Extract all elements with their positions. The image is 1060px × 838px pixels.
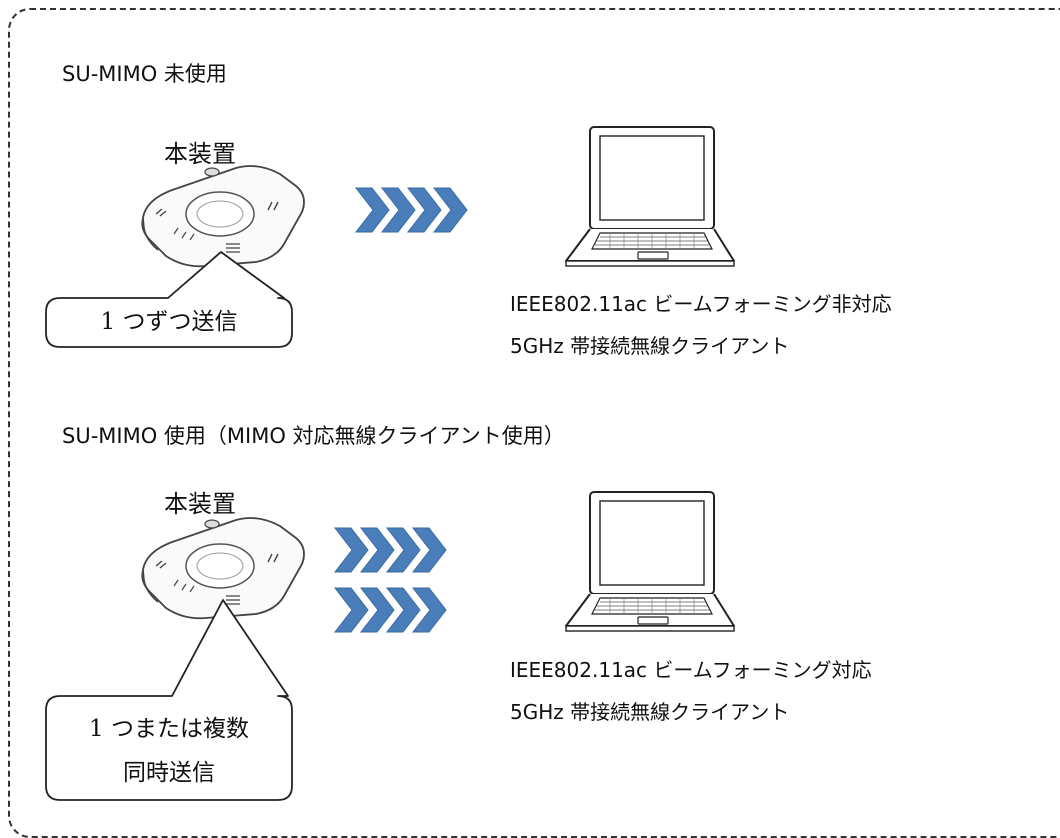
section-2-arrows-row-2	[333, 587, 447, 633]
section-2-graphics	[45, 491, 735, 801]
section-2-device-label: 本装置	[164, 490, 236, 518]
section-1-client-line-1: IEEE802.11ac ビームフォーミング非対応	[510, 292, 892, 316]
section-2-arrows-row-1	[333, 527, 447, 573]
section-2-client-line-1: IEEE802.11ac ビームフォーミング対応	[510, 658, 872, 682]
section-2-callout-bubble	[45, 599, 293, 801]
section-2-client-line-2: 5GHz 帯接続無線クライアント	[510, 700, 790, 724]
chevron-arrow	[411, 527, 447, 573]
access-point-icon	[141, 165, 305, 268]
chevron-arrow	[359, 527, 395, 573]
section-1-client-line-2: 5GHz 帯接続無線クライアント	[510, 334, 790, 358]
section-1-title: SU-MIMO 未使用	[62, 62, 227, 86]
chevron-arrow	[406, 187, 442, 233]
section-1-arrows	[354, 187, 468, 233]
access-point-icon	[141, 517, 305, 620]
chevron-arrow	[432, 187, 468, 233]
laptop-icon	[565, 491, 735, 632]
section-2-callout-line-2: 同時送信	[123, 760, 215, 786]
chevron-arrow	[411, 587, 447, 633]
chevron-arrow	[354, 187, 390, 233]
laptop-icon	[565, 126, 735, 267]
section-1-callout-bubble	[45, 251, 293, 348]
section-2-title: SU-MIMO 使用（MIMO 対応無線クライアント使用）	[62, 424, 565, 448]
chevron-arrow	[333, 587, 369, 633]
chevron-arrow	[385, 587, 421, 633]
section-1-device-label: 本装置	[164, 140, 236, 168]
section-1-graphics	[45, 126, 735, 348]
section-2-callout-line-1: 1 つまたは複数	[89, 716, 249, 742]
section-1-callout-text: 1 つずつ送信	[100, 309, 238, 335]
chevron-arrow	[385, 527, 421, 573]
chevron-arrow	[359, 587, 395, 633]
chevron-arrow	[380, 187, 416, 233]
chevron-arrow	[333, 527, 369, 573]
